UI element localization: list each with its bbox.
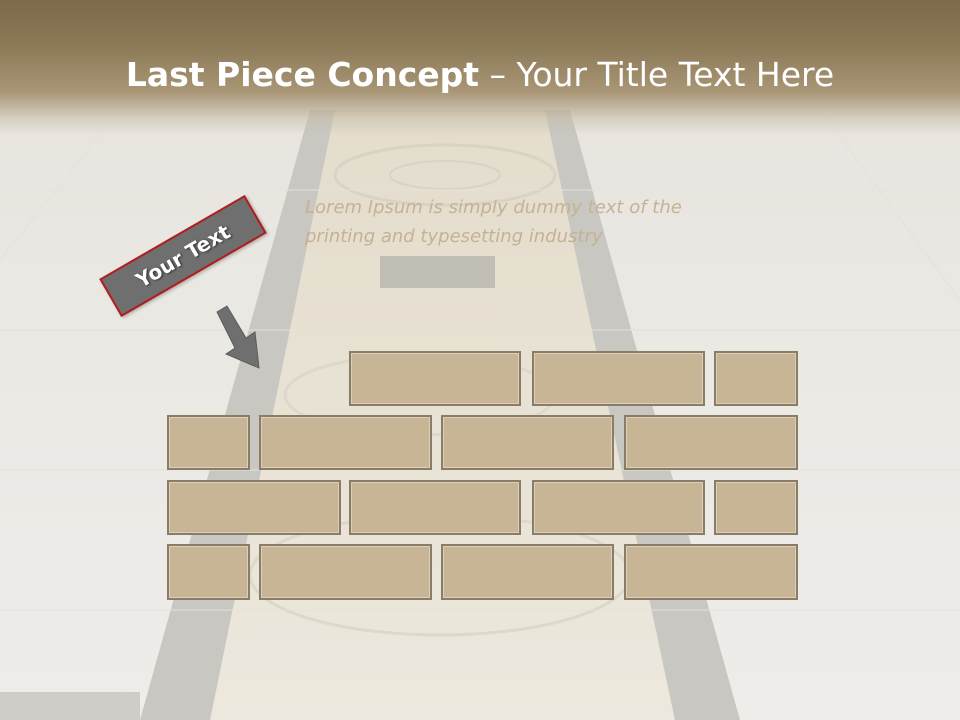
slide-title: Last Piece Concept – Your Title Text Her… [0, 52, 960, 98]
brick [624, 544, 798, 600]
brick [532, 351, 705, 406]
brick [441, 415, 614, 470]
title-bold-part: Last Piece Concept [125, 55, 480, 94]
brick [259, 544, 432, 600]
brick [714, 480, 798, 535]
brick [349, 480, 521, 535]
brick [441, 544, 614, 600]
arrow-down-right-icon [216, 305, 260, 369]
brick [259, 415, 432, 470]
brick [624, 415, 798, 470]
brick [714, 351, 798, 406]
brick [167, 544, 250, 600]
brick [349, 351, 521, 406]
brick [167, 480, 341, 535]
title-band [0, 0, 960, 135]
brick [532, 480, 705, 535]
title-regular-part: – Your Title Text Here [479, 55, 835, 94]
body-text: Lorem Ipsum is simply dummy text of the … [305, 197, 682, 247]
brick [167, 415, 250, 470]
